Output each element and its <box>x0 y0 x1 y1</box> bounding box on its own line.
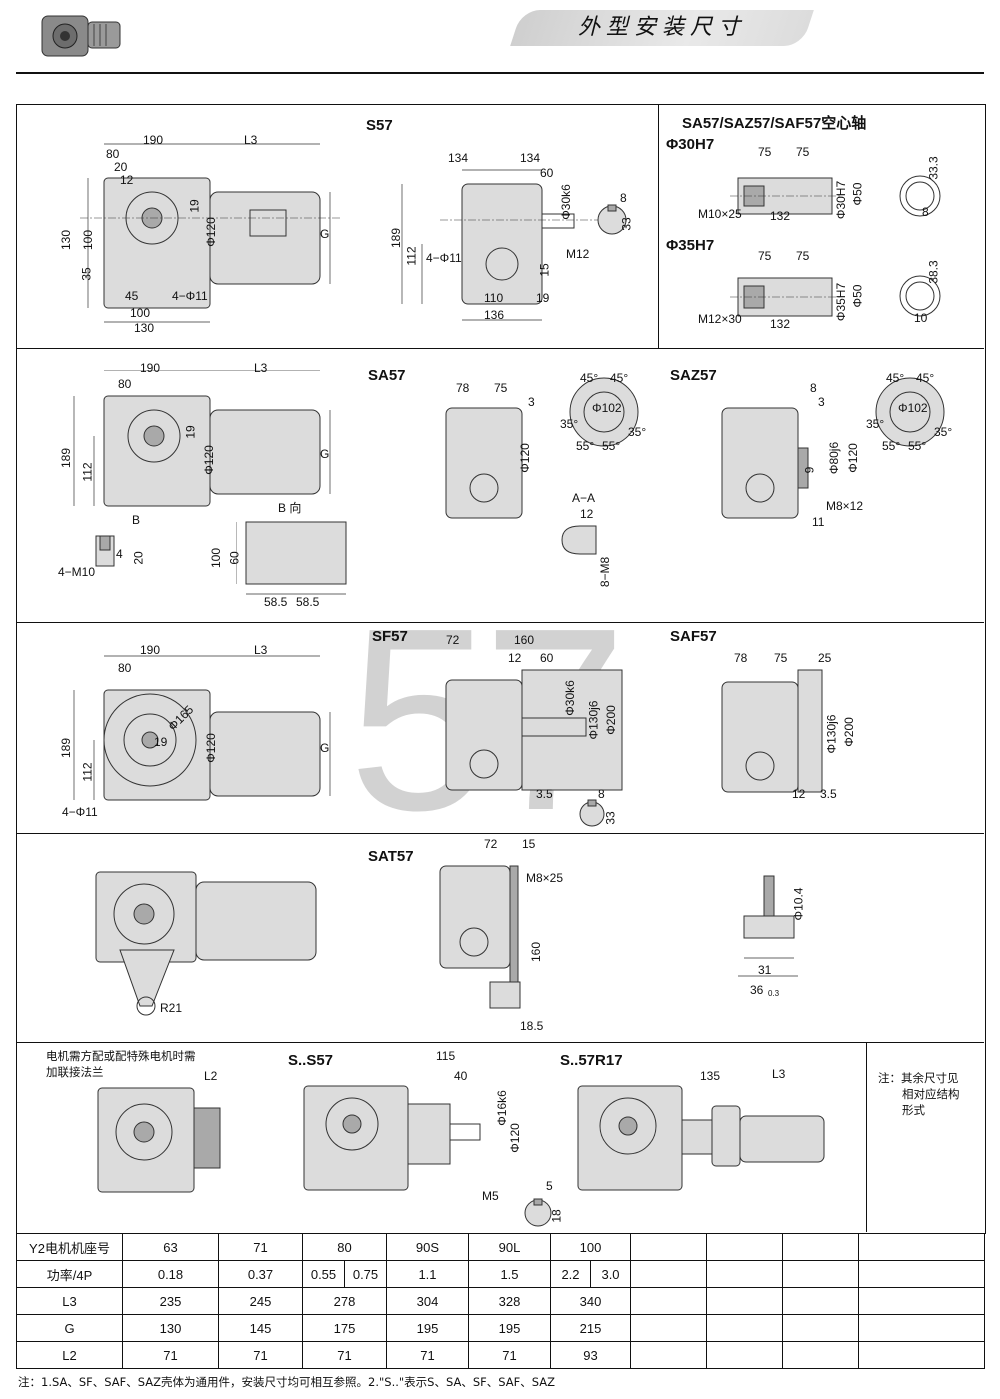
saz57-side-drawing <box>721 407 809 519</box>
hollow-shaft-title: SA57/SAZ57/SAF57空心轴 <box>682 115 867 132</box>
sat57-front-drawing <box>95 871 317 1016</box>
sf57-front-drawing <box>73 655 331 801</box>
header-rule <box>16 72 984 74</box>
saf57-side-drawing <box>721 669 823 793</box>
sa57-title: SA57 <box>368 367 406 384</box>
motor-flange-drawing <box>97 1087 221 1193</box>
motor-spec-table: Y2电机机座号 63 71 80 90S 90L 100 功率/4P 0.18 … <box>16 1233 986 1369</box>
ss57-drawing <box>303 1085 481 1191</box>
sa57-tap-detail-icon <box>95 535 115 567</box>
table-row: Y2电机机座号 63 71 80 90S 90L 100 <box>16 1233 986 1261</box>
motor-flange-note: 电机需方配或配特殊电机时需加联接法兰 <box>46 1049 196 1079</box>
ss57-key-section-icon <box>524 1198 552 1227</box>
hollow-35-drawing <box>730 275 941 317</box>
hollow-35-title: Φ35H7 <box>666 237 715 254</box>
table-row: 功率/4P 0.18 0.37 0.55 0.75 1.1 1.5 2.2 3.… <box>16 1260 986 1288</box>
sat57-bushing-drawing <box>738 875 798 977</box>
sf57-side-drawing <box>445 669 623 791</box>
s57-key-section-icon <box>597 204 627 235</box>
sat57-side-drawing <box>439 865 521 1009</box>
gearbox-logo-icon <box>41 15 121 57</box>
other-dimensions-note: 注：其余尺寸见 相对应结构 形式 <box>878 1071 960 1117</box>
saz57-flange-pattern-drawing <box>875 377 945 447</box>
s57r17-title: S..57R17 <box>560 1052 623 1069</box>
table-row: G 130 145 175 195 195 215 <box>16 1314 986 1342</box>
table-row: L2 71 71 71 71 71 93 <box>16 1341 986 1369</box>
saz57-title: SAZ57 <box>670 367 717 384</box>
sat57-title: SAT57 <box>368 848 414 865</box>
sa57-flange-pattern-drawing <box>569 377 639 447</box>
sa57-front-drawing <box>73 370 331 507</box>
table-row: L3 235 245 278 304 328 340 <box>16 1287 986 1315</box>
hollow-30-title: Φ30H7 <box>666 136 715 153</box>
saf57-title: SAF57 <box>670 628 717 645</box>
sf57-key-section-icon <box>579 799 605 827</box>
sa57-side-drawing <box>445 407 523 519</box>
ss57-title: S..S57 <box>288 1052 334 1069</box>
hollow-30-drawing <box>730 175 941 217</box>
s57r17-drawing <box>577 1085 825 1191</box>
aa-section-icon <box>561 525 597 555</box>
footnote: 注：1.SA、SF、SAF、SAZ壳体为通用件，安装尺寸均可相互参照。2."S.… <box>18 1375 556 1389</box>
s57-side-drawing <box>401 169 600 321</box>
sa57-b-view-drawing <box>236 521 347 595</box>
sf57-title: SF57 <box>372 628 408 645</box>
s57-title: S57 <box>366 117 393 134</box>
page-title: 外型安装尺寸 <box>510 10 814 46</box>
s57-front-drawing <box>80 143 340 323</box>
